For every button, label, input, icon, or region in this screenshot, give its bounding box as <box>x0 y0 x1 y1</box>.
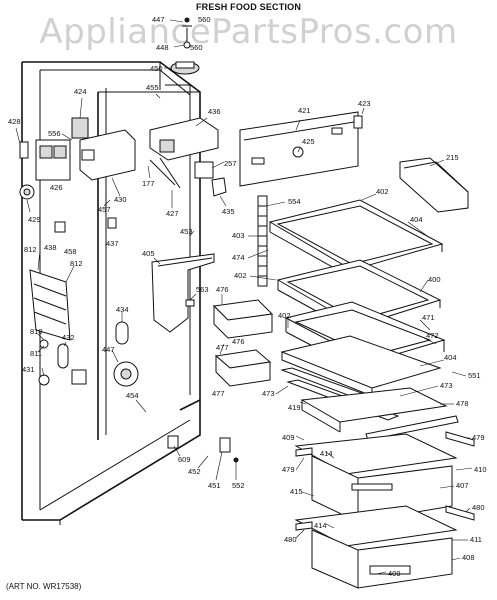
callout-472: 472 <box>426 331 439 340</box>
callout-424: 424 <box>74 87 87 96</box>
callout-554: 554 <box>288 197 301 206</box>
callout-811: 811 <box>30 349 42 358</box>
callout-437: 437 <box>106 239 119 248</box>
callout-436: 436 <box>208 107 221 116</box>
callout-402-b: 402 <box>234 271 247 280</box>
callout-427: 427 <box>166 209 179 218</box>
callout-480-a: 480 <box>472 503 485 512</box>
callout-215: 215 <box>446 153 459 162</box>
callout-409-b: 409 <box>388 569 401 578</box>
callout-471: 471 <box>422 313 435 322</box>
callout-479-a: 479 <box>472 433 485 442</box>
callout-455: 455 <box>146 83 159 92</box>
callout-414-a: 414 <box>320 449 333 458</box>
callout-477-b: 477 <box>212 389 225 398</box>
callout-426: 426 <box>50 183 63 192</box>
callout-425: 425 <box>302 137 315 146</box>
callout-477-a: 477 <box>216 343 229 352</box>
callout-434: 434 <box>116 305 129 314</box>
callout-402-c: 402 <box>278 311 291 320</box>
crisper-cover-478 <box>300 387 448 433</box>
top-hinge-parts <box>170 17 200 75</box>
callout-812-b: 812 <box>70 259 83 268</box>
door-bin-215 <box>399 157 469 213</box>
callout-400: 400 <box>428 275 441 284</box>
callout-432: 432 <box>62 333 75 342</box>
callout-415: 415 <box>290 487 303 496</box>
callout-453: 453 <box>180 227 193 236</box>
callout-419: 419 <box>288 403 301 412</box>
callout-473-b: 473 <box>262 389 275 398</box>
pan-407 <box>294 433 458 523</box>
art-number: (ART NO. WR17538) <box>6 582 82 591</box>
callout-457: 457 <box>98 205 111 214</box>
callout-476-a: 476 <box>216 285 229 294</box>
callout-404-b: 404 <box>444 353 457 362</box>
callout-409-a: 409 <box>282 433 295 442</box>
callout-451: 451 <box>208 481 221 490</box>
callout-479-b: 479 <box>282 465 295 474</box>
callout-405: 405 <box>142 249 155 258</box>
callout-560-top: 560 <box>198 15 211 24</box>
callout-414-b: 414 <box>314 521 327 530</box>
callout-552: 552 <box>232 481 245 490</box>
callout-429: 429 <box>28 215 41 224</box>
callout-403: 403 <box>232 231 245 240</box>
callout-448: 448 <box>156 43 169 52</box>
callout-480-b: 480 <box>284 535 297 544</box>
callout-812-a: 812 <box>24 245 37 254</box>
callout-551: 551 <box>468 371 481 380</box>
callout-428: 428 <box>8 117 21 126</box>
callout-560: 560 <box>190 43 203 52</box>
callout-458: 458 <box>64 247 77 256</box>
callout-556: 556 <box>48 129 61 138</box>
callout-423: 423 <box>358 99 371 108</box>
rail-421 <box>239 111 363 187</box>
callout-430: 430 <box>114 195 127 204</box>
callout-478: 478 <box>456 399 469 408</box>
small-parts <box>38 299 239 463</box>
callout-452: 452 <box>188 467 201 476</box>
callout-177: 177 <box>142 179 155 188</box>
callout-447: 447 <box>102 345 115 354</box>
callout-411: 411 <box>470 535 482 544</box>
callout-431: 431 <box>22 365 35 374</box>
callout-404-a: 404 <box>410 215 423 224</box>
callout-438: 438 <box>44 243 57 252</box>
callout-454: 454 <box>126 391 139 400</box>
callout-447-top: 447 <box>152 15 165 24</box>
light-assembly <box>19 117 227 233</box>
deli-drawer-lower <box>214 349 272 387</box>
deli-drawer-upper <box>212 299 274 339</box>
leader-lines <box>15 19 473 575</box>
air-duct-405 <box>151 253 215 333</box>
callout-435: 435 <box>222 207 235 216</box>
callout-473-a: 473 <box>440 381 453 390</box>
callout-257: 257 <box>224 159 237 168</box>
shelf-ladder-403 <box>257 195 268 287</box>
callout-474: 474 <box>232 253 245 262</box>
callout-450: 450 <box>150 64 163 73</box>
callout-421: 421 <box>298 106 311 115</box>
shelf-404-lower <box>280 335 442 397</box>
diagram-title: FRESH FOOD SECTION <box>195 2 302 12</box>
callout-563: 563 <box>196 285 209 294</box>
callout-609: 609 <box>178 455 191 464</box>
callout-810: 810 <box>30 327 43 336</box>
callout-408: 408 <box>462 553 475 562</box>
wall-panel-812 <box>29 269 71 341</box>
callout-labels: 447 560 448 560 450 455 424 556 428 426 … <box>8 15 487 578</box>
pan-408 <box>294 505 458 589</box>
callout-410: 410 <box>474 465 487 474</box>
callout-476-b: 476 <box>232 337 245 346</box>
slides-479-480 <box>295 431 475 531</box>
callout-402-a: 402 <box>376 187 389 196</box>
callout-407: 407 <box>456 481 469 490</box>
